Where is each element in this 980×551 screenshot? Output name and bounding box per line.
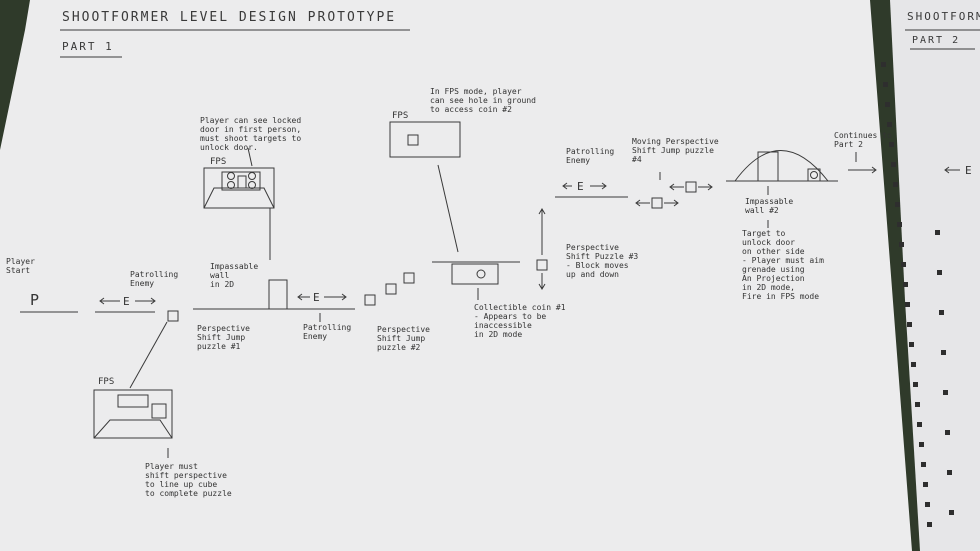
fps1-target: [227, 181, 235, 189]
sheet2-title: SHOOTFORMER: [907, 10, 980, 23]
fps1-target: [227, 172, 235, 180]
patrolling-enemy-1-label: Patrolling Enemy: [130, 270, 179, 288]
wall2-target: [810, 171, 818, 179]
puzzle4-arrowhead: [707, 183, 713, 191]
fps3-label: FPS: [98, 377, 115, 387]
puzzle2-cube: [385, 283, 397, 295]
puzzle3-arrow-down: [538, 283, 546, 290]
fps3-cube: [151, 403, 167, 419]
sheet2-part-heading: PART 2: [912, 35, 961, 46]
puzzle1-fps-connector: [129, 321, 168, 389]
enemy1-glyph: E: [123, 295, 130, 308]
fps1-note-connector: [247, 147, 253, 167]
player-start-label: Player Start: [6, 257, 35, 275]
impassable-wall-2-label: Impassable wall #2: [745, 197, 794, 215]
fps1-door-panel: [237, 175, 247, 189]
enemy2-arrowhead-left: [297, 293, 303, 301]
puzzle3-block: [536, 259, 548, 271]
fps3-box: [93, 389, 173, 439]
enemy3-arrowhead-right: [601, 182, 607, 190]
moving-puzzle-4-label: Moving Perspective Shift Jump puzzle #4: [632, 137, 719, 164]
coin-1-label: Collectible coin #1 - Appears to be inac…: [474, 303, 566, 339]
shift-puzzle-3-label: Perspective Shift Puzzle #3 - Block move…: [566, 243, 639, 279]
puzzle3-arrow-up: [538, 208, 546, 215]
sheet2-arrowhead: [944, 166, 950, 174]
shift-puzzle-2-label: Perspective Shift Jump puzzle #2: [377, 325, 430, 352]
puzzle4-block: [651, 197, 663, 209]
enemy1-arrowhead-right: [150, 297, 156, 305]
continue-arrowhead: [871, 166, 877, 174]
puzzle4-block: [685, 181, 697, 193]
paper-sheet-2: [890, 0, 980, 551]
fps1-door: [221, 171, 261, 191]
fps1-note: Player can see locked door in first pers…: [200, 116, 302, 152]
part-heading: PART 1: [62, 40, 114, 53]
puzzle1-cube: [167, 310, 179, 322]
paper-sheet-1: [0, 0, 912, 551]
fps1-target: [248, 181, 256, 189]
fps1-box: [203, 167, 275, 209]
enemy2-arrowhead-right: [341, 293, 347, 301]
fps2-box: [389, 121, 461, 158]
patrolling-enemy-3-label: Patrolling Enemy: [566, 147, 615, 165]
enemy2-glyph: E: [313, 291, 320, 304]
impassable-wall-2: [757, 151, 779, 182]
wall2-note: Target to unlock door on other side - Pl…: [742, 229, 824, 301]
impassable-wall-1-label: Impassable wall in 2D: [210, 262, 259, 289]
puzzle2-cube: [403, 272, 415, 284]
spiral-holes: [881, 62, 954, 527]
puzzle4-arrowhead: [635, 199, 641, 207]
page-title: SHOOTFORMER LEVEL DESIGN PROTOTYPE: [62, 10, 397, 25]
enemy1-arrowhead-left: [99, 297, 105, 305]
fps3-floor: [93, 419, 173, 439]
sheet2-enemy-glyph: E: [965, 164, 972, 177]
patrolling-enemy-2-label: Patrolling Enemy: [303, 323, 352, 341]
enemy3-glyph: E: [577, 180, 584, 193]
coin-icon: [476, 269, 486, 279]
puzzle4-arrowhead: [669, 183, 675, 191]
coin-pit: [451, 263, 499, 285]
fps2-label: FPS: [392, 111, 409, 121]
fps3-note: Player must shift perspective to line up…: [145, 462, 232, 498]
shift-puzzle-1-label: Perspective Shift Jump puzzle #1: [197, 324, 250, 351]
wall2-target-box: [807, 168, 821, 182]
puzzle4-arrowhead: [673, 199, 679, 207]
fps2-note: In FPS mode, player can see hole in grou…: [430, 87, 536, 114]
enemy3-arrowhead-left: [562, 182, 568, 190]
fps1-label: FPS: [210, 157, 227, 167]
fps2-hole: [407, 134, 419, 146]
fps1-target: [248, 172, 256, 180]
player-start-glyph: P: [30, 291, 39, 309]
continues-label: Continues to Part 2: [834, 131, 892, 149]
puzzle2-cube: [364, 294, 376, 306]
fps3-block: [117, 394, 149, 408]
impassable-wall-1: [268, 279, 288, 310]
fps2-connector: [437, 164, 459, 253]
